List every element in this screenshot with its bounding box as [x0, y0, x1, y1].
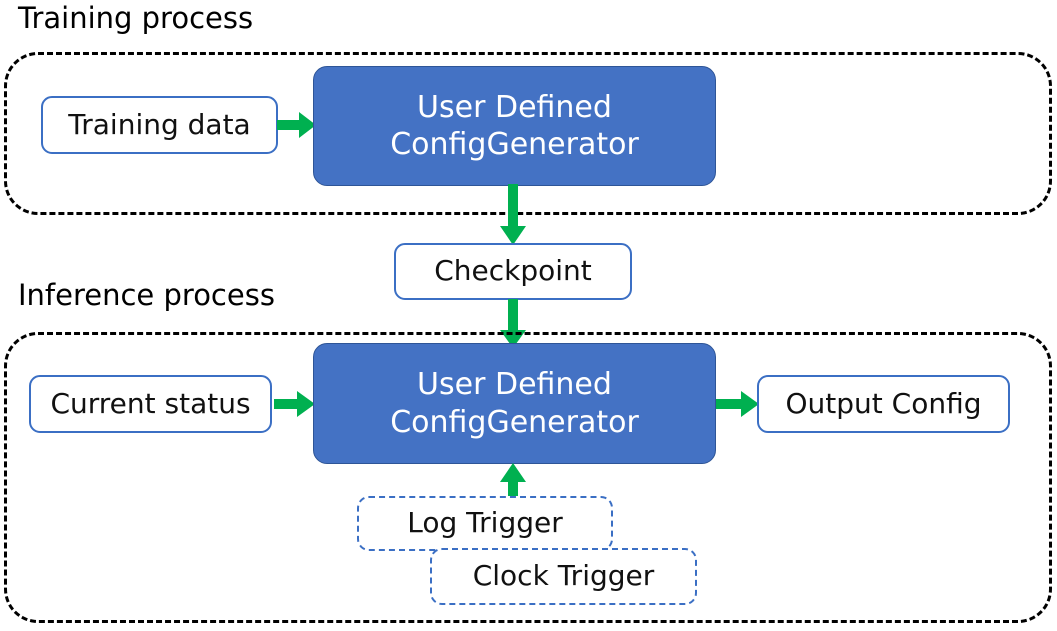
current-status-box[interactable]: Current status	[29, 375, 272, 433]
checkpoint-box[interactable]: Checkpoint	[394, 243, 632, 300]
output-config-box[interactable]: Output Config	[757, 375, 1010, 433]
inference-config-generator-line1: User Defined	[417, 367, 612, 402]
training-data-label: Training data	[68, 107, 251, 141]
inference-config-generator-line2: ConfigGenerator	[390, 404, 639, 440]
training-config-generator-box[interactable]: User Defined ConfigGenerator	[313, 66, 716, 186]
log-trigger-label: Log Trigger	[407, 506, 563, 540]
inference-process-group	[4, 332, 1052, 623]
log-trigger-box[interactable]: Log Trigger	[357, 496, 613, 551]
inference-config-generator-box[interactable]: User Defined ConfigGenerator	[313, 343, 716, 464]
training-process-title: Training process	[18, 1, 254, 35]
training-process-group	[4, 52, 1052, 215]
training-config-generator-line1: User Defined	[417, 89, 612, 125]
checkpoint-label: Checkpoint	[434, 254, 592, 288]
inference-process-title: Inference process	[18, 278, 275, 312]
current-status-label: Current status	[50, 386, 251, 420]
clock-trigger-box[interactable]: Clock Trigger	[430, 548, 697, 605]
clock-trigger-label: Clock Trigger	[472, 559, 655, 593]
output-config-label: Output Config	[785, 386, 982, 420]
training-data-box[interactable]: Training data	[41, 96, 278, 154]
training-config-generator-line2: ConfigGenerator	[390, 127, 639, 162]
